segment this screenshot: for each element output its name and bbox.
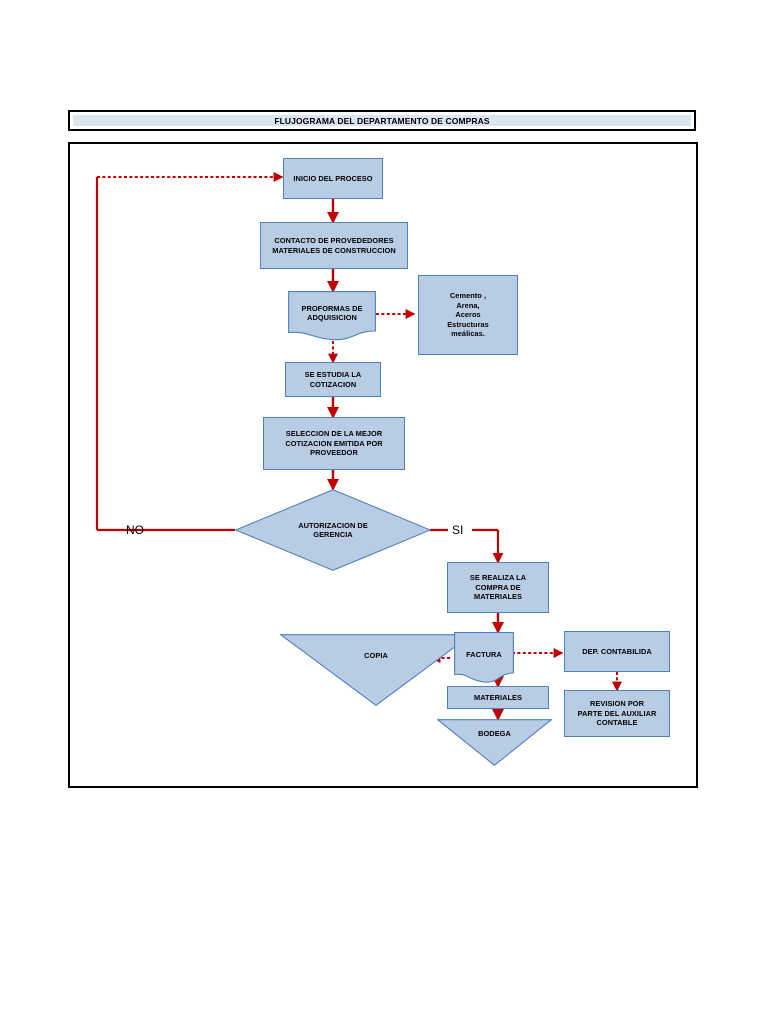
document-shape-icon xyxy=(288,291,376,341)
node-materiales[interactable]: MATERIALES xyxy=(447,686,549,709)
page-title: FLUJOGRAMA DEL DEPARTAMENTO DE COMPRAS xyxy=(274,115,490,126)
node-bodega[interactable]: BODEGA xyxy=(437,719,552,766)
document-title-bar: FLUJOGRAMA DEL DEPARTAMENTO DE COMPRAS xyxy=(68,110,696,131)
node-inicio-del-proceso[interactable]: INICIO DEL PROCESO xyxy=(283,158,383,199)
node-label: DEP. CONTABILIDA xyxy=(582,646,652,656)
decision-diamond-icon xyxy=(235,489,431,571)
branch-label-no: NO xyxy=(126,523,144,537)
node-label: FACTURA xyxy=(466,649,502,659)
document-shape-icon xyxy=(454,632,514,683)
triangle-shape-icon xyxy=(280,634,472,706)
node-label: BODEGA xyxy=(478,729,511,738)
node-label: COPIA xyxy=(364,651,388,660)
node-label: INICIO DEL PROCESO xyxy=(293,173,373,183)
triangle-shape-icon xyxy=(437,719,552,766)
branch-label-si: SI xyxy=(452,523,464,537)
node-dep-contabilidad[interactable]: DEP. CONTABILIDA xyxy=(564,631,670,672)
node-copia[interactable]: COPIA xyxy=(280,634,472,706)
node-factura[interactable]: FACTURA xyxy=(454,632,514,684)
document-title-fill: FLUJOGRAMA DEL DEPARTAMENTO DE COMPRAS xyxy=(73,115,691,126)
node-label: MATERIALES xyxy=(474,692,522,702)
